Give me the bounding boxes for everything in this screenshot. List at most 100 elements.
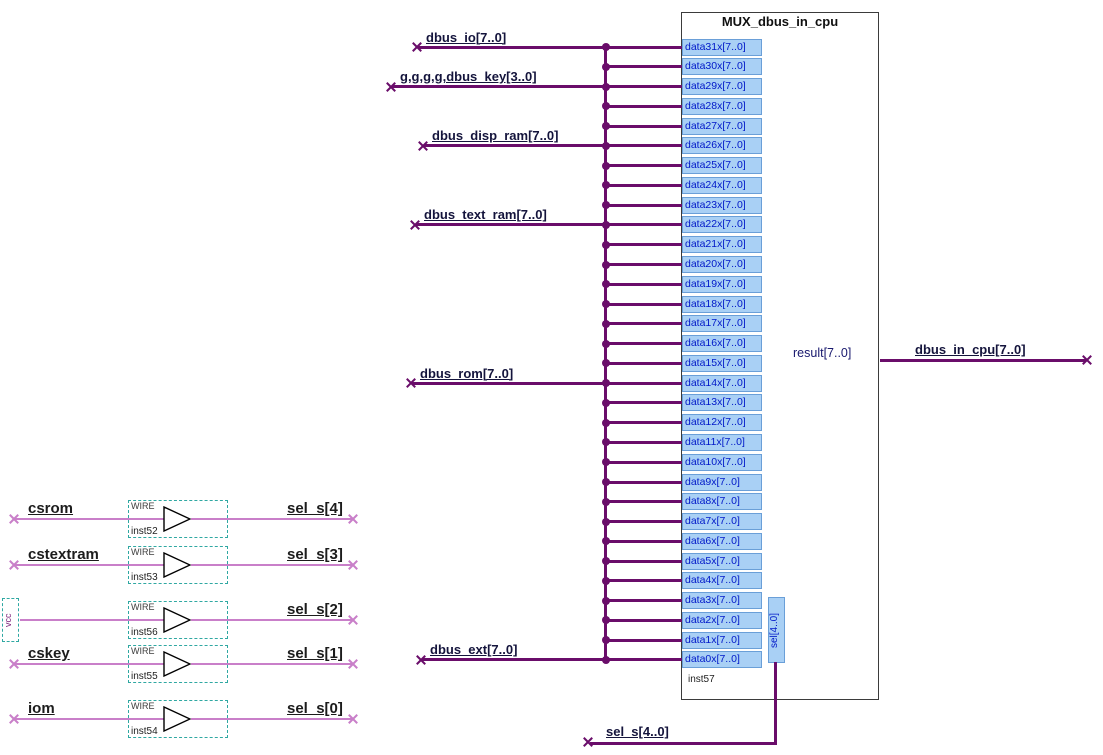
bus-branch-wire[interactable] bbox=[604, 124, 682, 128]
buffer-input-wire[interactable] bbox=[14, 718, 165, 720]
bus-branch-wire[interactable] bbox=[604, 263, 682, 266]
vcc-symbol[interactable]: vcc bbox=[2, 598, 19, 642]
dbus-vertical-wire[interactable] bbox=[604, 45, 607, 662]
buffer-triangle-icon bbox=[163, 705, 192, 733]
mux-port-label: data27x[7..0] bbox=[682, 117, 762, 135]
buffer-output-wire[interactable] bbox=[191, 619, 352, 621]
result-output-wire[interactable] bbox=[880, 358, 1086, 362]
buffer-type-label: WIRE bbox=[131, 602, 155, 612]
bus-input-wire[interactable] bbox=[416, 223, 604, 227]
buffer-input-net-label[interactable]: cskey bbox=[28, 645, 70, 662]
pin-x-icon bbox=[347, 615, 358, 626]
bus-branch-wire[interactable] bbox=[604, 381, 682, 385]
bus-branch-wire[interactable] bbox=[604, 460, 682, 464]
buffer-input-net-label[interactable]: cstextram bbox=[28, 546, 99, 563]
bus-input-net-label[interactable]: dbus_io[7..0] bbox=[426, 29, 507, 45]
bus-branch-wire[interactable] bbox=[604, 282, 682, 286]
buffer-type-label: WIRE bbox=[131, 701, 155, 711]
bus-branch-wire[interactable] bbox=[604, 440, 682, 444]
buffer-output-wire[interactable] bbox=[191, 663, 352, 665]
bus-branch-wire[interactable] bbox=[604, 401, 682, 405]
mux-port-label: data4x[7..0] bbox=[682, 572, 762, 590]
pin-x-icon bbox=[1081, 355, 1092, 366]
bus-branch-wire[interactable] bbox=[604, 618, 682, 622]
bus-branch-wire[interactable] bbox=[604, 183, 682, 187]
bus-branch-wire[interactable] bbox=[604, 203, 682, 207]
mux-title: MUX_dbus_in_cpu bbox=[721, 14, 839, 29]
bus-input-wire[interactable] bbox=[424, 144, 604, 148]
buffer-output-net-label[interactable]: sel_s[4] bbox=[287, 500, 343, 517]
buffer-triangle-icon bbox=[163, 505, 192, 533]
bus-branch-wire[interactable] bbox=[604, 65, 682, 69]
buffer-output-net-label[interactable]: sel_s[1] bbox=[287, 645, 343, 662]
mux-port-label: data8x[7..0] bbox=[682, 493, 762, 511]
bus-input-net-label[interactable]: dbus_rom[7..0] bbox=[420, 365, 514, 381]
mux-instance-label: inst57 bbox=[688, 674, 715, 685]
bus-branch-wire[interactable] bbox=[604, 520, 682, 524]
bus-input-wire[interactable] bbox=[418, 45, 604, 49]
bus-input-net-label[interactable]: dbus_disp_ram[7..0] bbox=[432, 128, 559, 144]
buffer-output-net-label[interactable]: sel_s[3] bbox=[287, 546, 343, 563]
mux-port-label: data0x[7..0] bbox=[682, 651, 762, 669]
mux-symbol[interactable] bbox=[681, 12, 879, 700]
bus-branch-wire[interactable] bbox=[604, 144, 682, 148]
result-port-label: result[7..0] bbox=[793, 346, 852, 360]
sel-vertical-wire[interactable] bbox=[774, 662, 777, 745]
bus-input-net-label[interactable]: dbus_ext[7..0] bbox=[430, 642, 518, 658]
bus-branch-wire[interactable] bbox=[604, 361, 682, 365]
mux-port-label: data22x[7..0] bbox=[682, 216, 762, 234]
buffer-input-net-label[interactable]: iom bbox=[28, 700, 55, 717]
bus-branch-wire[interactable] bbox=[604, 559, 682, 563]
buffer-output-net-label[interactable]: sel_s[2] bbox=[287, 601, 343, 618]
buffer-output-wire[interactable] bbox=[191, 718, 352, 720]
output-net-label[interactable]: dbus_in_cpu[7..0] bbox=[915, 342, 1026, 357]
bus-branch-wire[interactable] bbox=[604, 104, 682, 108]
bus-branch-wire[interactable] bbox=[604, 342, 682, 346]
mux-port-label: data1x[7..0] bbox=[682, 631, 762, 649]
bus-branch-wire[interactable] bbox=[604, 500, 682, 504]
sel-net-label[interactable]: sel_s[4..0] bbox=[606, 724, 669, 739]
bus-branch-wire[interactable] bbox=[604, 539, 682, 543]
bus-input-wire[interactable] bbox=[422, 658, 604, 662]
pin-x-icon bbox=[385, 81, 396, 92]
bus-input-net-label[interactable]: g,g,g,g,dbus_key[3..0] bbox=[400, 69, 537, 85]
bus-input-wire[interactable] bbox=[412, 381, 604, 385]
bus-branch-wire[interactable] bbox=[604, 45, 682, 49]
bus-input-wire[interactable] bbox=[392, 85, 604, 89]
bus-branch-wire[interactable] bbox=[604, 223, 682, 227]
buffer-instance-label: inst54 bbox=[131, 726, 158, 737]
buffer-triangle-icon bbox=[163, 606, 192, 634]
buffer-output-wire[interactable] bbox=[191, 564, 352, 566]
bus-branch-wire[interactable] bbox=[604, 164, 682, 168]
buffer-output-wire[interactable] bbox=[191, 518, 352, 520]
bus-branch-wire[interactable] bbox=[604, 480, 682, 484]
buffer-type-label: WIRE bbox=[131, 547, 155, 557]
sel-horizontal-wire[interactable] bbox=[590, 741, 777, 745]
bus-branch-wire[interactable] bbox=[604, 322, 682, 326]
mux-port-label: data20x[7..0] bbox=[682, 256, 762, 273]
buffer-instance-label: inst56 bbox=[131, 627, 158, 638]
bus-branch-wire[interactable] bbox=[604, 85, 682, 89]
buffer-output-net-label[interactable]: sel_s[0] bbox=[287, 700, 343, 717]
buffer-input-wire[interactable] bbox=[14, 663, 165, 665]
mux-port-label: data30x[7..0] bbox=[682, 58, 762, 76]
buffer-input-net-label[interactable]: csrom bbox=[28, 500, 74, 517]
bus-branch-wire[interactable] bbox=[604, 579, 682, 583]
bus-branch-wire[interactable] bbox=[604, 658, 682, 662]
mux-port-label: data25x[7..0] bbox=[682, 157, 762, 175]
buffer-input-wire[interactable] bbox=[20, 619, 165, 621]
bus-branch-wire[interactable] bbox=[604, 421, 682, 425]
mux-port-label: data16x[7..0] bbox=[682, 335, 762, 353]
bus-input-net-label[interactable]: dbus_text_ram[7..0] bbox=[424, 207, 547, 223]
bus-branch-wire[interactable] bbox=[604, 599, 682, 603]
buffer-type-label: WIRE bbox=[131, 501, 155, 511]
bus-branch-wire[interactable] bbox=[604, 638, 682, 642]
pin-x-icon bbox=[582, 737, 593, 748]
buffer-input-wire[interactable] bbox=[14, 564, 165, 566]
buffer-input-wire[interactable] bbox=[14, 518, 165, 520]
mux-port-label: data18x[7..0] bbox=[682, 295, 762, 313]
bus-branch-wire[interactable] bbox=[604, 302, 682, 306]
mux-port-label: data7x[7..0] bbox=[682, 513, 762, 531]
bus-branch-wire[interactable] bbox=[604, 243, 682, 247]
buffer-instance-label: inst55 bbox=[131, 671, 158, 682]
